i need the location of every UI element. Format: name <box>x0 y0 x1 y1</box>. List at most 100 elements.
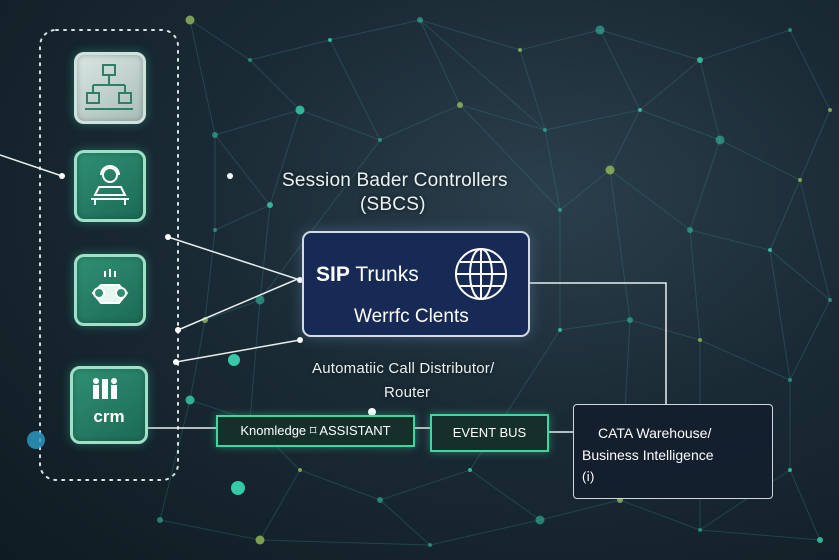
data-warehouse-box[interactable]: CATA Warehouse/ Business Intelligence (ⅰ… <box>573 404 773 499</box>
mesh-node <box>535 515 545 525</box>
mesh-node <box>558 328 562 332</box>
mesh-node <box>248 58 252 62</box>
mesh-link <box>544 129 561 211</box>
connector-dots <box>27 173 376 495</box>
mesh-link <box>459 104 546 131</box>
mesh-node <box>295 105 305 115</box>
mesh-link <box>204 229 216 321</box>
mesh-link <box>719 139 801 181</box>
sbc-box[interactable]: SIP Trunks Werrfc Clents <box>302 231 530 337</box>
mesh-link <box>249 59 301 111</box>
mesh-link <box>379 104 461 141</box>
mesh-node <box>468 468 472 472</box>
mesh-node <box>788 378 792 382</box>
mesh-node <box>698 528 702 532</box>
mesh-link <box>159 399 191 521</box>
mesh-link <box>769 249 791 381</box>
mesh-node <box>457 102 463 108</box>
mesh-link <box>419 19 521 51</box>
mesh-node <box>157 517 163 523</box>
sip-trunks-label: SIP Trunks <box>316 263 419 287</box>
mesh-node <box>605 165 615 175</box>
app-tile-handshake[interactable] <box>74 254 146 326</box>
mesh-node <box>255 535 265 545</box>
handshake-icon <box>91 269 129 304</box>
mesh-link <box>469 469 541 521</box>
acd-label-line2: Router <box>384 384 431 401</box>
acd-label-line1: Automatiic Call Distributor/ <box>312 360 495 377</box>
mesh-link <box>789 469 821 541</box>
mesh-node <box>768 248 772 252</box>
bi-icon-label: (ⅰ) <box>582 469 595 484</box>
mesh-node <box>543 128 547 132</box>
app-tile-contact-center[interactable] <box>74 150 146 222</box>
mesh-link <box>609 109 641 171</box>
mesh-link <box>259 539 431 546</box>
mesh-link <box>544 109 641 131</box>
mesh-link <box>269 109 301 206</box>
mesh-link <box>639 59 701 111</box>
mesh-link <box>609 169 691 231</box>
mesh-link <box>699 339 791 381</box>
sip-label: SIP <box>316 263 350 286</box>
mesh-link <box>419 19 461 106</box>
app-tile-crm[interactable]: crm <box>70 366 148 444</box>
connector-lines <box>0 154 667 433</box>
mesh-link <box>699 469 791 531</box>
mesh-node <box>697 57 703 63</box>
mesh-link <box>639 109 721 141</box>
mesh-node <box>378 138 382 142</box>
mesh-node <box>715 135 725 145</box>
mesh-node <box>267 202 273 208</box>
crm-icon <box>93 378 117 399</box>
trunks-label: Trunks <box>349 263 419 286</box>
app-tile-network[interactable] <box>74 52 146 124</box>
mesh-link <box>519 49 546 131</box>
mesh-node <box>428 543 432 547</box>
mesh-link <box>189 319 206 401</box>
mesh-link <box>689 139 721 231</box>
mesh-node <box>417 17 423 23</box>
mesh-node <box>817 537 823 543</box>
mesh-node <box>558 208 562 212</box>
knowledge-assistant-button[interactable]: Knomledge ⌑ ASSISTANT <box>216 415 415 447</box>
mesh-link <box>214 109 301 136</box>
mesh-node <box>255 295 265 305</box>
mesh-link <box>519 29 601 51</box>
mesh-link <box>379 499 431 546</box>
app-group-outline <box>39 29 179 481</box>
mesh-link <box>539 499 621 521</box>
mesh-link <box>769 249 831 301</box>
globe-icon <box>455 248 507 300</box>
mesh-node <box>185 15 195 25</box>
mesh-link <box>699 29 791 61</box>
webrtc-clients-label: Werrfc Clents <box>354 306 469 327</box>
mesh-link <box>699 59 721 141</box>
mesh-node <box>518 48 522 52</box>
mesh-link <box>159 519 261 541</box>
mesh-link <box>249 39 331 61</box>
mesh-link <box>329 19 421 41</box>
mesh-node <box>798 178 802 182</box>
mesh-link <box>204 299 261 321</box>
mesh-node <box>377 497 383 503</box>
mesh-link <box>419 19 546 131</box>
mesh-link <box>259 469 301 541</box>
mesh-link <box>459 104 561 211</box>
mesh-link <box>249 299 261 421</box>
mesh-node <box>788 28 792 32</box>
mesh-link <box>559 319 631 331</box>
mesh-node <box>788 468 792 472</box>
mesh-link <box>699 529 821 541</box>
mesh-node <box>328 38 332 42</box>
mesh-link <box>799 109 831 181</box>
sbc-title-line2: (SBCS) <box>360 194 426 215</box>
mesh-link <box>189 19 251 61</box>
sbc-title-line1: Session Bader Controllers <box>282 170 508 191</box>
mesh-link <box>299 469 381 501</box>
contact-center-icon <box>91 165 129 205</box>
mesh-link <box>689 229 701 341</box>
event-bus-button[interactable]: EVENT BUS <box>430 414 549 452</box>
mesh-link <box>259 204 271 301</box>
